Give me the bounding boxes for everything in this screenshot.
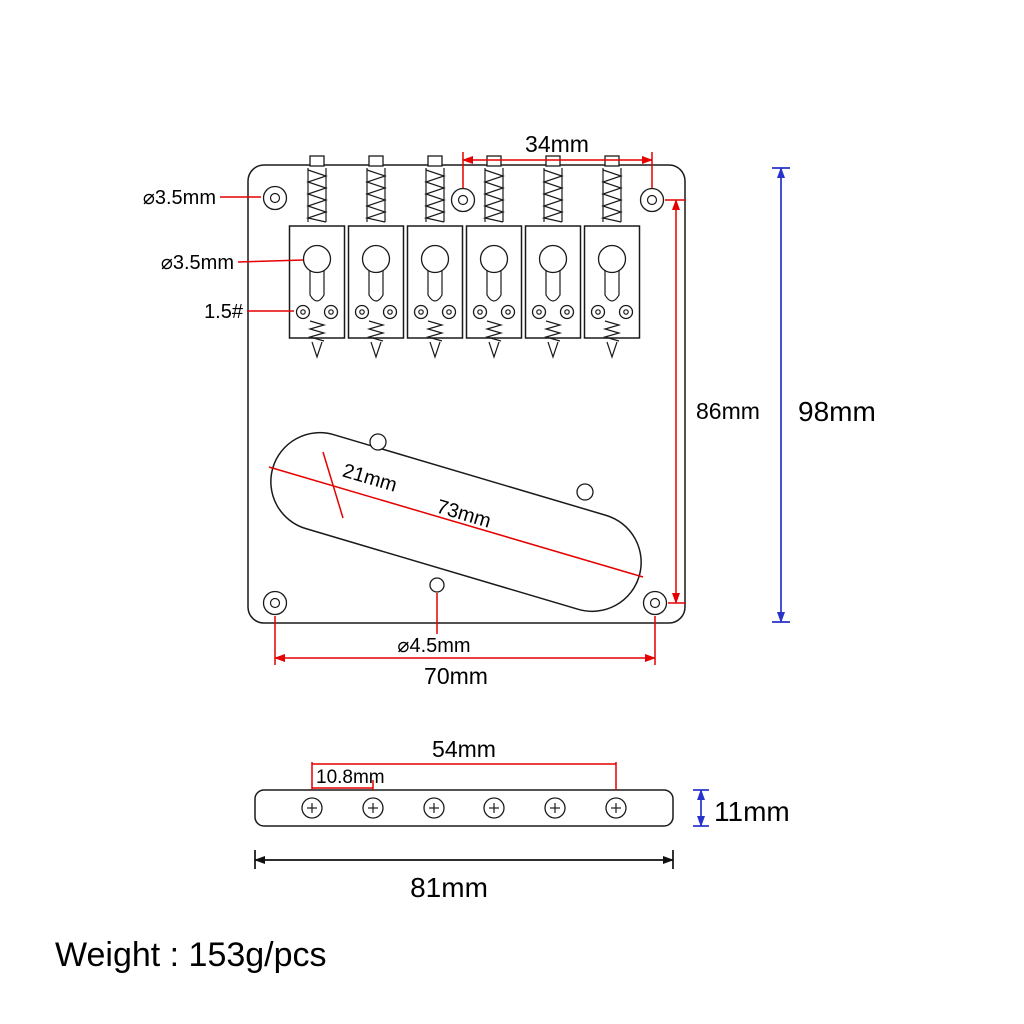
bar-length-label: 81mm (410, 872, 488, 903)
dim-top-hole-spacing: 34mm (462, 131, 653, 188)
weight-label: Weight : 153g/pcs (55, 936, 327, 974)
pickup-screw-hole-right (576, 483, 594, 501)
mounting-hole-top-middle (450, 187, 476, 213)
dim-screw-span: 54mm (311, 736, 617, 790)
dim-saddle-hole-dia: ⌀3.5mm (161, 252, 304, 274)
saddle-5 (524, 225, 582, 358)
screw-head-5 (544, 797, 566, 819)
dim-saddle-screw-size: 1.5# (204, 301, 294, 323)
dim-bottom-center-hole: ⌀4.5mm (397, 593, 471, 657)
screw-head-4 (483, 797, 505, 819)
screw-head-2 (362, 797, 384, 819)
saddle-hole-dia-label: ⌀3.5mm (161, 252, 234, 274)
leader-line (237, 259, 304, 263)
bridge-plate-side-view (254, 789, 674, 827)
dim-mount-hole-span: 86mm (665, 199, 760, 604)
saddle-6 (583, 225, 641, 358)
dim-bar-height: 11mm (693, 789, 790, 827)
bridge-plate-top-view (247, 155, 686, 624)
corner-hole-dia-label: ⌀3.5mm (143, 187, 216, 209)
screw-pitch-label: 10.8mm (316, 767, 385, 788)
screw-head-6 (605, 797, 627, 819)
dim-bottom-hole-spacing: 70mm (274, 616, 656, 689)
bottom-center-hole (429, 577, 445, 593)
side-bar-outline (254, 789, 674, 827)
saddle-4 (465, 225, 523, 358)
saddle-screw-size-label: 1.5# (204, 301, 244, 323)
saddle-2 (347, 225, 405, 358)
saddle-1 (288, 225, 346, 358)
screw-head-1 (301, 797, 323, 819)
plate-length-label: 98mm (798, 396, 876, 427)
top-hole-spacing-label: 34mm (525, 131, 589, 157)
bar-height-label: 11mm (714, 796, 790, 827)
cutout-length-line (268, 466, 644, 578)
bottom-center-hole-dia-label: ⌀4.5mm (397, 635, 470, 657)
dim-corner-hole-dia: ⌀3.5mm (143, 187, 261, 209)
mounting-hole-top-left (262, 185, 288, 211)
screw-head-3 (423, 797, 445, 819)
dim-screw-pitch: 10.8mm (312, 767, 385, 790)
mounting-hole-top-right (639, 187, 665, 213)
saddle-3 (406, 225, 464, 358)
pickup-screw-hole-left (369, 433, 387, 451)
cutout-width-line (322, 451, 344, 519)
dim-bar-length: 81mm (254, 850, 674, 903)
mounting-hole-bottom-right (642, 590, 668, 616)
dim-plate-length: 98mm (772, 167, 876, 623)
mounting-hole-bottom-left (262, 590, 288, 616)
mount-hole-span-label: 86mm (696, 398, 760, 424)
bottom-hole-spacing-label: 70mm (424, 663, 488, 689)
screw-span-label: 54mm (432, 736, 496, 762)
